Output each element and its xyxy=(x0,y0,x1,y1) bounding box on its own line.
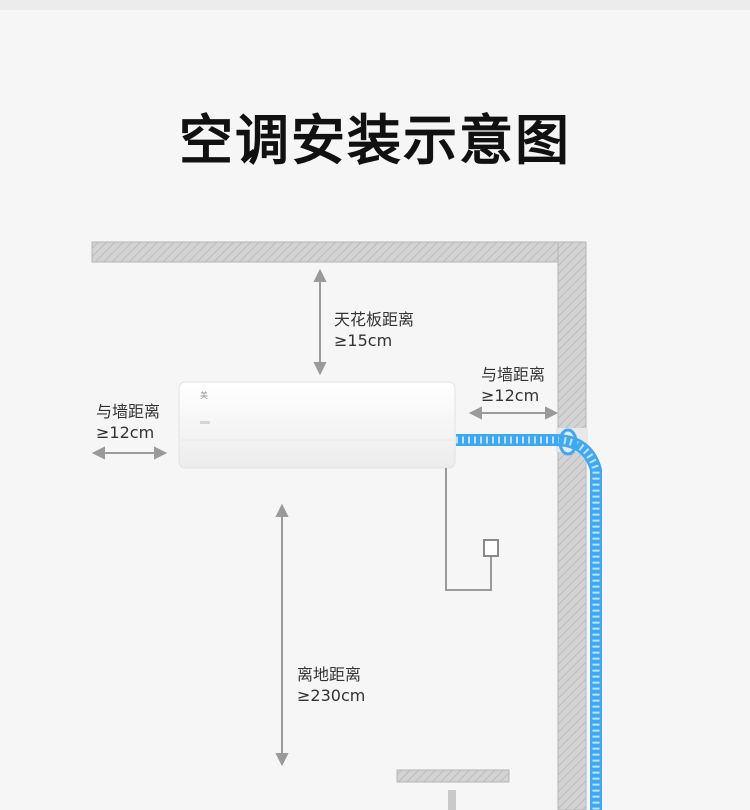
ceiling-distance-value: ≥15cm xyxy=(334,331,393,350)
floor-distance-name: 离地距离 xyxy=(297,665,362,684)
page-title: 空调安装示意图 xyxy=(179,109,571,172)
left-wall-distance-value: ≥12cm xyxy=(96,423,155,442)
left-wall-distance-arrow xyxy=(91,446,168,460)
left-wall-distance-label: 与墙距离 ≥12cm xyxy=(96,401,160,443)
floor-distance-value: ≥230cm xyxy=(297,686,366,705)
ac-indoor-unit: 美 xyxy=(178,381,456,469)
right-wall-distance-name: 与墙距离 xyxy=(481,365,546,384)
left-wall-distance-name: 与墙距离 xyxy=(96,402,161,421)
ceiling-distance-label: 天花板距离 ≥15cm xyxy=(334,309,414,351)
right-wall-distance-arrow xyxy=(468,406,559,420)
unit-logo-bottom xyxy=(200,421,210,424)
right-wall-distance-value: ≥12cm xyxy=(481,386,540,405)
top-band xyxy=(0,0,750,10)
floor-distance-arrow xyxy=(275,503,289,767)
floor-slab xyxy=(396,769,510,783)
ceiling-distance-arrow xyxy=(313,268,327,376)
floor-post xyxy=(448,790,456,810)
floor-distance-label: 离地距离 ≥230cm xyxy=(297,664,365,706)
drain-pipe xyxy=(456,428,602,810)
ceiling-slab xyxy=(91,241,587,263)
right-wall xyxy=(557,241,587,810)
power-cable xyxy=(445,468,499,591)
power-outlet-icon xyxy=(483,539,499,557)
ceiling-distance-name: 天花板距离 xyxy=(334,310,415,329)
unit-logo-top: 美 xyxy=(200,390,208,400)
right-wall-distance-label: 与墙距离 ≥12cm xyxy=(481,364,545,406)
